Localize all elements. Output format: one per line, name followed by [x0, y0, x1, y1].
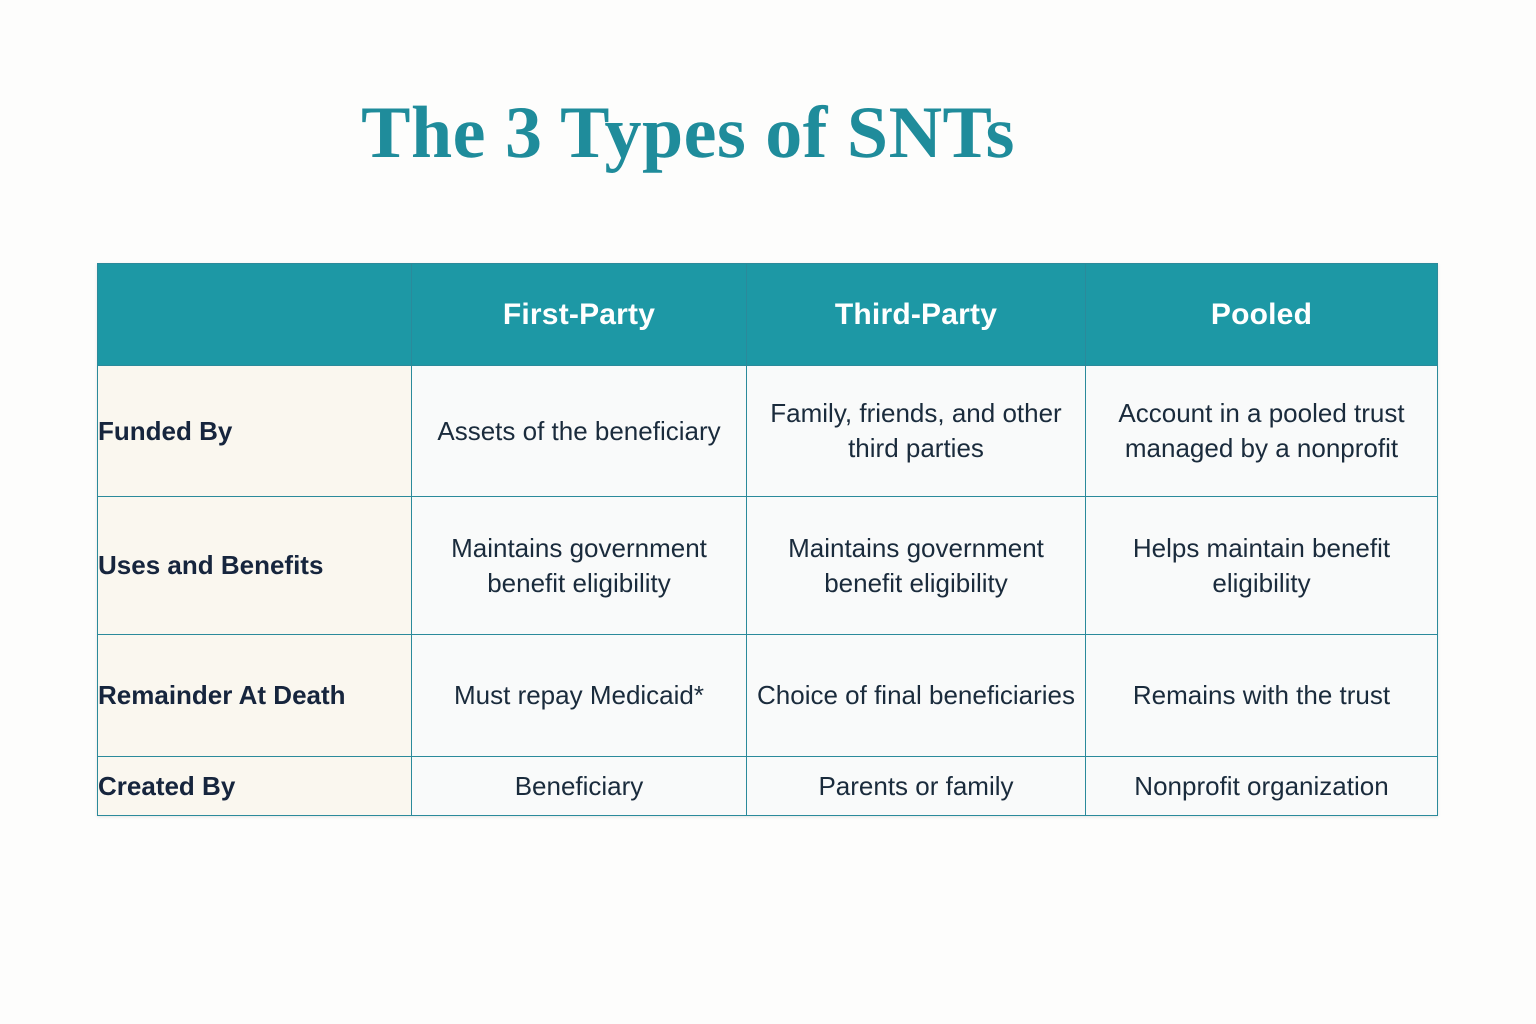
- table-header-first-party: First-Party: [411, 263, 747, 366]
- table-header-third-party: Third-Party: [746, 263, 1086, 366]
- table-row: Created By Beneficiary Parents or family…: [97, 756, 1438, 816]
- cell-funded-by-third-party: Family, friends, and other third parties: [746, 365, 1086, 497]
- table-row: Funded By Assets of the beneficiary Fami…: [97, 365, 1438, 497]
- table-row: Uses and Benefits Maintains government b…: [97, 496, 1438, 635]
- table-header: First-Party Third-Party Pooled: [97, 263, 1438, 366]
- cell-remainder-at-death-first-party: Must repay Medicaid*: [411, 634, 747, 757]
- cell-uses-and-benefits-first-party: Maintains government benefit eligibility: [411, 496, 747, 635]
- table-header-corner: [97, 263, 412, 366]
- table-header-row: First-Party Third-Party Pooled: [97, 263, 1438, 366]
- cell-funded-by-pooled: Account in a pooled trust managed by a n…: [1085, 365, 1438, 497]
- cell-funded-by-first-party: Assets of the beneficiary: [411, 365, 747, 497]
- table-header-pooled: Pooled: [1085, 263, 1438, 366]
- cell-created-by-pooled: Nonprofit organization: [1085, 756, 1438, 816]
- row-label-funded-by: Funded By: [97, 365, 412, 497]
- cell-created-by-third-party: Parents or family: [746, 756, 1086, 816]
- cell-created-by-first-party: Beneficiary: [411, 756, 747, 816]
- snt-comparison-table-wrapper: First-Party Third-Party Pooled Funded By…: [97, 263, 1438, 816]
- cell-remainder-at-death-third-party: Choice of final beneficiaries: [746, 634, 1086, 757]
- cell-uses-and-benefits-pooled: Helps maintain benefit eligibility: [1085, 496, 1438, 635]
- snt-comparison-table: First-Party Third-Party Pooled Funded By…: [97, 263, 1438, 816]
- table-body: Funded By Assets of the beneficiary Fami…: [97, 365, 1438, 816]
- page-title: The 3 Types of SNTs: [361, 92, 1015, 174]
- cell-remainder-at-death-pooled: Remains with the trust: [1085, 634, 1438, 757]
- row-label-created-by: Created By: [97, 756, 412, 816]
- cell-uses-and-benefits-third-party: Maintains government benefit eligibility: [746, 496, 1086, 635]
- row-label-remainder-at-death: Remainder At Death: [97, 634, 412, 757]
- row-label-uses-and-benefits: Uses and Benefits: [97, 496, 412, 635]
- table-row: Remainder At Death Must repay Medicaid* …: [97, 634, 1438, 757]
